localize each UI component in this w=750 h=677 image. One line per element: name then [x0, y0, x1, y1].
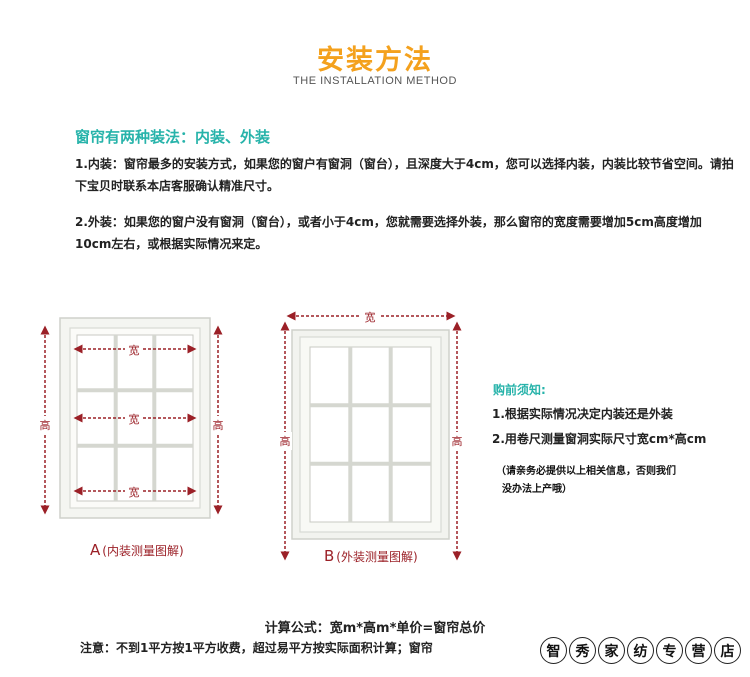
diagram-a-caption-text: (内装测量图解) [102, 544, 184, 558]
window-a-height-label-left: 高 [40, 418, 51, 432]
notice-item-1: 1.根据实际情况决定内装还是外装 [492, 407, 673, 421]
window-a-width-label-mid: 宽 [129, 412, 140, 426]
store-badge: 智 秀 家 纺 专 营 店 [540, 637, 741, 664]
notice-heading: 购前须知: [493, 383, 546, 397]
window-a-height-label-right: 高 [213, 418, 224, 432]
window-b-height-label-left: 高 [280, 434, 291, 448]
notice-warning-line-1: （请亲务必提供以上相关信息，否则我们 [496, 466, 676, 477]
notice-warning: （请亲务必提供以上相关信息，否则我们 没办法上产哦） [496, 463, 696, 499]
window-b-width-label: 宽 [365, 310, 376, 324]
diagram-a-letter: A [90, 541, 101, 559]
pricing-note: 注意：不到1平方按1平方收费，超过易平方按实际面积计算；窗帘 [80, 641, 433, 655]
window-b-height-label-right: 高 [452, 434, 463, 448]
store-char: 专 [656, 637, 683, 664]
diagram-b-letter: B [324, 547, 335, 565]
store-char: 营 [685, 637, 712, 664]
notice-warning-line-2: 没办法上产哦） [502, 484, 572, 495]
outer-install-description: 2.外装：如果您的窗户没有窗洞（窗台），或者小于4cm，您就需要选择外装，那么窗… [75, 215, 702, 251]
window-a-width-label-top: 宽 [129, 343, 140, 357]
inner-install-description: 1.内装：窗帘最多的安装方式，如果您的窗户有窗洞（窗台），且深度大于4cm，您可… [75, 157, 734, 193]
diagram-b-caption: B(外装测量图解) [324, 547, 418, 565]
store-char: 家 [598, 637, 625, 664]
page-subtitle: THE INSTALLATION METHOD [293, 75, 457, 87]
diagram-b-caption-text: (外装测量图解) [336, 550, 418, 564]
section-heading: 窗帘有两种装法：内装、外装 [75, 128, 271, 146]
store-char: 秀 [569, 637, 596, 664]
diagram-a-caption: A(内装测量图解) [90, 541, 184, 559]
price-formula: 计算公式：宽m*高m*单价=窗帘总价 [264, 621, 486, 636]
window-b [291, 329, 450, 540]
store-char: 智 [540, 637, 567, 664]
store-char: 纺 [627, 637, 654, 664]
store-char: 店 [714, 637, 741, 664]
window-a-width-label-bottom: 宽 [129, 485, 140, 499]
page-title: 安装方法 [317, 45, 433, 76]
notice-item-2: 2.用卷尺测量窗洞实际尺寸宽cm*高cm [492, 432, 707, 446]
